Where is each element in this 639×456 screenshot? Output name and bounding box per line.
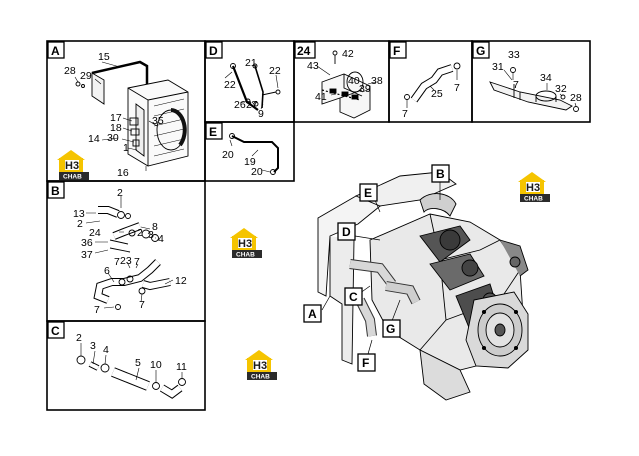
label-d-22b: 22	[269, 65, 281, 77]
logo-1-bottom: CHAB	[63, 174, 82, 181]
panel-letter-boxes	[47, 41, 490, 339]
panel-g-drawing	[489, 67, 579, 112]
panel-e-letter: E	[209, 125, 217, 139]
callout-f: F	[362, 356, 369, 370]
label-a-15: 15	[98, 51, 110, 63]
logo-h3-chab-4: H3 CHAB	[518, 172, 550, 203]
engine-assembly	[317, 171, 529, 401]
label-f-25: 25	[431, 88, 443, 100]
callout-a: A	[308, 307, 317, 321]
label-a-29: 29	[80, 70, 92, 82]
label-b-13: 13	[73, 208, 85, 220]
label-c-4: 4	[103, 344, 109, 356]
label-a-28: 28	[64, 65, 76, 77]
logo-4-bottom: CHAB	[524, 196, 543, 203]
label-c-5: 5	[135, 357, 141, 369]
label-f-7a: 7	[454, 82, 460, 94]
callout-b: B	[436, 167, 445, 181]
label-a-16: 16	[117, 167, 129, 179]
label-24-41: 41	[315, 91, 327, 103]
panel-c-drawing	[76, 343, 186, 399]
panel-f-letter: F	[393, 44, 400, 58]
label-b-7c: 7	[94, 304, 100, 316]
label-b-6: 6	[104, 265, 110, 277]
panel-c-letter: C	[51, 324, 60, 338]
label-b-37: 37	[81, 249, 93, 261]
logo-4-top: H3	[526, 182, 540, 194]
label-a-1: 1	[123, 142, 129, 154]
label-b-3: 3	[148, 229, 154, 241]
label-d-22a: 22	[224, 79, 236, 91]
panel-a-drawing	[74, 60, 189, 171]
label-f-7b: 7	[402, 108, 408, 120]
label-24-43: 43	[307, 60, 319, 72]
label-b-36: 36	[81, 237, 93, 249]
label-c-3: 3	[90, 340, 96, 352]
label-b-7d: 7	[139, 299, 145, 311]
label-d-21: 21	[245, 57, 257, 69]
label-b-7b: 7	[114, 256, 120, 268]
label-b-7a: 7	[134, 256, 140, 268]
label-24-42: 42	[342, 48, 354, 60]
label-b-2a: 2	[117, 187, 123, 199]
label-b-12: 12	[175, 275, 187, 287]
label-a-17: 17	[110, 112, 122, 124]
label-b-24: 24	[89, 227, 101, 239]
label-24-39: 39	[359, 83, 371, 95]
panel-f-drawing	[404, 62, 461, 108]
label-g-31: 31	[492, 61, 504, 73]
callout-g: G	[386, 322, 395, 336]
label-24-38: 38	[371, 75, 383, 87]
panel-g-letter: G	[476, 44, 485, 58]
logo-1-top: H3	[65, 160, 79, 172]
label-c-10: 10	[150, 359, 162, 371]
label-g-33: 33	[508, 49, 520, 61]
label-e-19: 19	[244, 156, 256, 168]
panel-b-drawing	[85, 196, 174, 310]
logo-h3-chab-2: H3 CHAB	[230, 228, 262, 259]
label-g-34: 34	[540, 72, 552, 84]
label-d-9: 9	[258, 108, 264, 120]
label-24-40: 40	[348, 75, 360, 87]
panel-d-letter: D	[209, 44, 218, 58]
logo-3-top: H3	[253, 360, 267, 372]
panel-a-letter: A	[51, 44, 60, 58]
callout-e: E	[364, 186, 372, 200]
label-g-28: 28	[570, 92, 582, 104]
label-g-32: 32	[555, 83, 567, 95]
label-d-27: 27	[246, 99, 258, 111]
label-e-20b: 20	[251, 166, 263, 178]
logo-3-bottom: CHAB	[251, 374, 270, 381]
logo-h3-chab-1: H3 CHAB	[57, 150, 89, 181]
label-a-35: 35	[152, 115, 164, 127]
label-b-2b: 2	[77, 218, 83, 230]
label-b-23: 23	[120, 255, 132, 267]
panel-e-drawing	[229, 133, 279, 175]
main-callout-boxes	[303, 164, 450, 372]
label-b-8: 8	[152, 221, 158, 233]
label-g-7: 7	[513, 79, 519, 91]
label-a-30: 30	[107, 132, 119, 144]
label-e-20a: 20	[222, 149, 234, 161]
label-b-4: 4	[158, 233, 164, 245]
label-a-14: 14	[88, 133, 100, 145]
callout-c: C	[349, 290, 358, 304]
label-b-2c: 2	[137, 227, 143, 239]
panel-d-drawing	[224, 63, 281, 111]
logo-2-bottom: CHAB	[236, 252, 255, 259]
panel-frames	[46, 40, 591, 411]
panel-24-letter: 24	[297, 44, 311, 58]
callout-d: D	[342, 225, 351, 239]
panel-24-drawing	[316, 50, 377, 119]
label-a-18: 18	[110, 122, 122, 134]
label-c-11: 11	[176, 361, 187, 373]
label-c-2: 2	[76, 332, 82, 344]
panel-b-letter: B	[51, 184, 60, 198]
logo-h3-chab-3: H3 CHAB	[245, 350, 277, 381]
logo-2-top: H3	[238, 238, 252, 250]
label-d-26: 26	[234, 99, 246, 111]
